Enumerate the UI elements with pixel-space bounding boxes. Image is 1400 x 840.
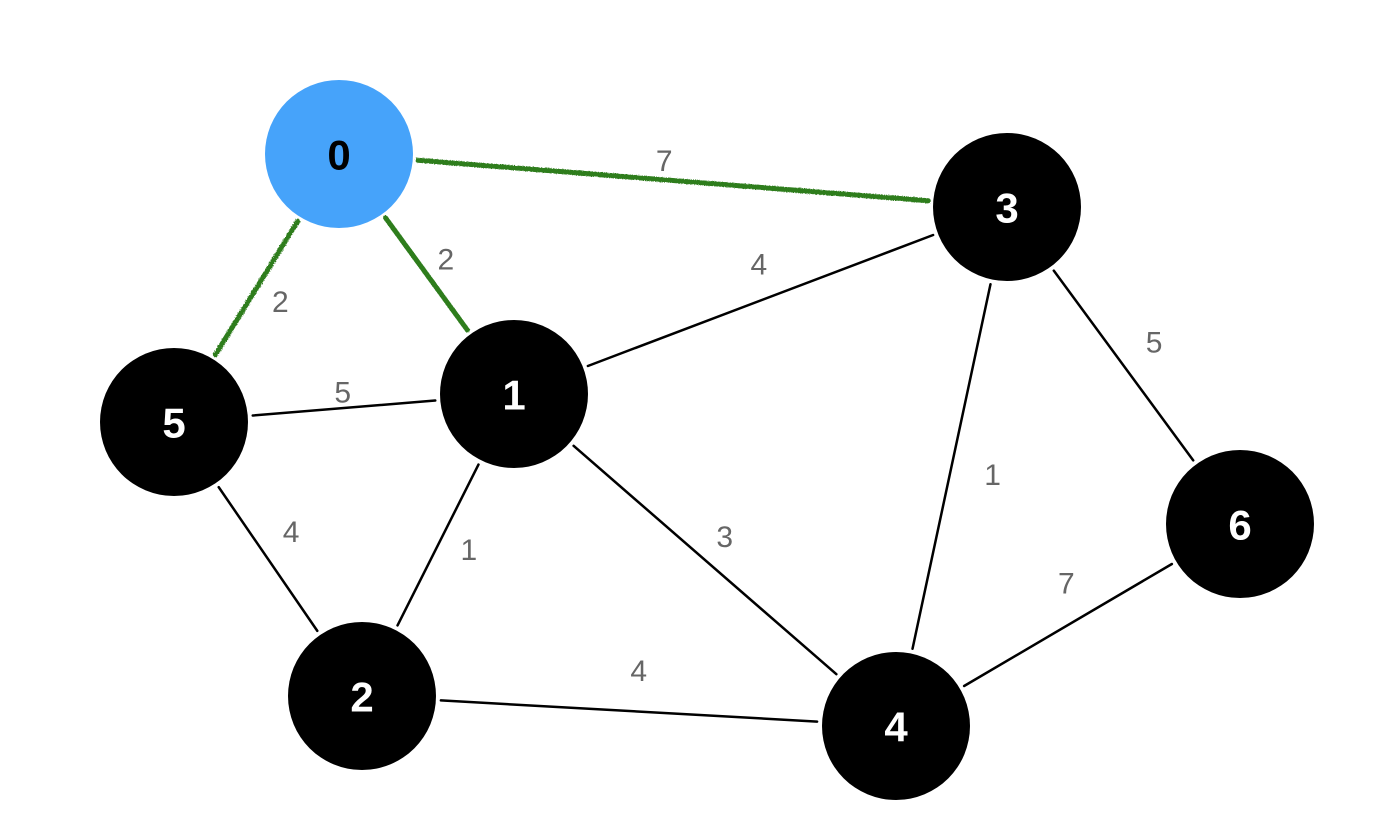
edge-0-1-highlighted bbox=[383, 215, 470, 333]
node-5: 5 bbox=[100, 348, 248, 496]
edge-0-3-highlighted bbox=[415, 157, 931, 204]
edge-weight-3-4: 1 bbox=[984, 459, 1001, 492]
edge-3-6 bbox=[1052, 269, 1195, 462]
node-2-label: 2 bbox=[350, 674, 373, 721]
edge-weight-1-2: 1 bbox=[461, 534, 478, 567]
edge-4-6 bbox=[962, 562, 1174, 688]
edge-weight-0-1: 2 bbox=[438, 243, 455, 276]
edge-weight-0-5: 2 bbox=[272, 286, 289, 319]
edge-2-4 bbox=[439, 699, 819, 723]
node-0-circle bbox=[265, 80, 413, 228]
node-5-label: 5 bbox=[162, 400, 185, 447]
node-5-circle bbox=[100, 348, 248, 496]
node-6-circle bbox=[1166, 450, 1314, 598]
node-4: 4 bbox=[822, 652, 970, 800]
node-2: 2 bbox=[288, 622, 436, 770]
node-0-label: 0 bbox=[327, 132, 350, 179]
node-4-label: 4 bbox=[884, 704, 908, 751]
edge-weights-layer: 7 2 2 5 4 4 1 3 1 5 4 7 bbox=[272, 145, 1162, 688]
nodes-layer: 0 1 2 3 4 5 6 bbox=[100, 80, 1314, 800]
node-1-label: 1 bbox=[502, 372, 525, 419]
node-6-label: 6 bbox=[1228, 502, 1251, 549]
edge-weight-1-3: 4 bbox=[750, 248, 767, 281]
edge-weight-4-6: 7 bbox=[1058, 568, 1075, 601]
edge-weight-5-1: 5 bbox=[334, 377, 351, 410]
edge-weight-3-6: 5 bbox=[1146, 326, 1163, 359]
node-3: 3 bbox=[933, 133, 1081, 281]
node-1: 1 bbox=[440, 320, 588, 468]
edge-3-4 bbox=[911, 283, 992, 650]
edge-5-1 bbox=[251, 399, 437, 417]
node-3-circle bbox=[933, 133, 1081, 281]
edge-1-2 bbox=[396, 463, 480, 627]
edges-layer bbox=[212, 157, 1195, 723]
node-2-circle bbox=[288, 622, 436, 770]
edge-1-4 bbox=[572, 444, 838, 676]
edge-5-2 bbox=[217, 485, 319, 633]
node-6: 6 bbox=[1166, 450, 1314, 598]
node-0-start: 0 bbox=[265, 80, 413, 228]
node-3-label: 3 bbox=[995, 185, 1018, 232]
edge-weight-5-2: 4 bbox=[283, 516, 300, 549]
edge-1-3 bbox=[586, 233, 935, 368]
edge-0-5-highlighted bbox=[212, 218, 301, 358]
node-4-circle bbox=[822, 652, 970, 800]
edge-weight-2-4: 4 bbox=[630, 655, 647, 688]
edge-weight-0-3: 7 bbox=[656, 145, 673, 178]
node-1-circle bbox=[440, 320, 588, 468]
edge-weight-1-4: 3 bbox=[716, 521, 733, 554]
